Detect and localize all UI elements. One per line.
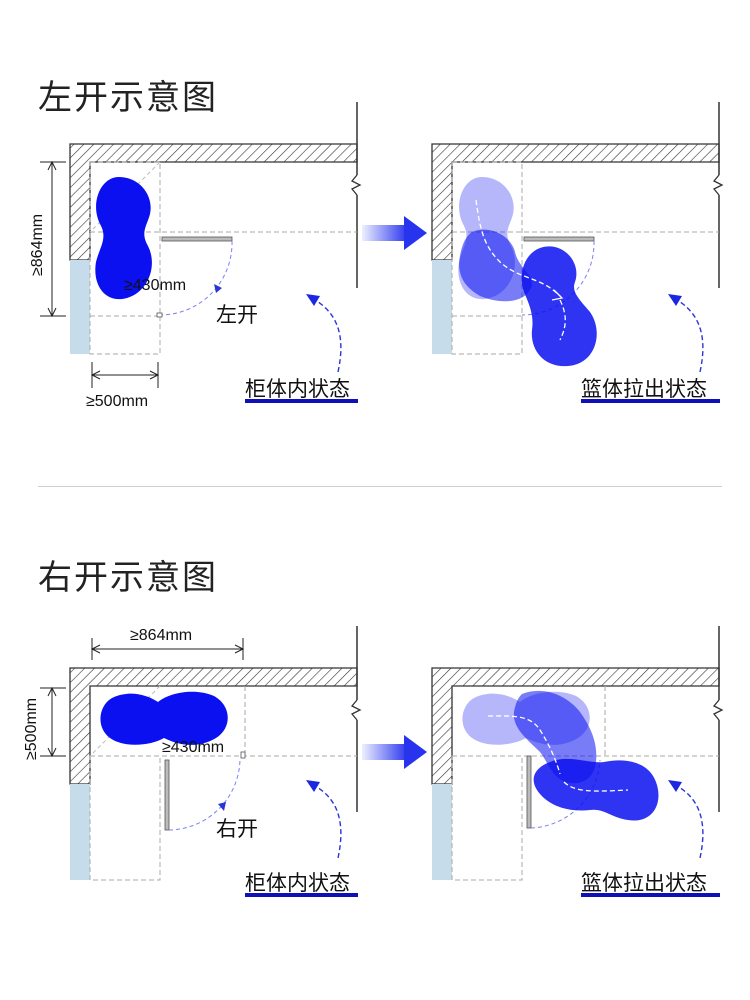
direction-label-left: 左开 bbox=[216, 304, 258, 327]
state-out-label: 篮体拉出状态 bbox=[581, 378, 707, 401]
cabinet-left-in bbox=[40, 102, 362, 403]
state-out-label-2: 篮体拉出状态 bbox=[581, 872, 707, 895]
state-in-label: 柜体内状态 bbox=[245, 378, 350, 401]
title-right-open: 右开示意图 bbox=[38, 559, 218, 597]
cabinet-left-out bbox=[431, 102, 724, 403]
dim-clearance-left: ≥430mm bbox=[124, 277, 186, 294]
dim-vertical-right: ≥500mm bbox=[23, 698, 40, 760]
state-in-label-2: 柜体内状态 bbox=[245, 872, 350, 895]
section-divider bbox=[38, 486, 722, 487]
dim-clearance-right: ≥430mm bbox=[162, 739, 224, 756]
basket-shape bbox=[95, 177, 152, 300]
dim-horizontal-left: ≥500mm bbox=[86, 393, 148, 410]
right-arrow-icon bbox=[362, 216, 427, 250]
right-arrow-icon-2 bbox=[362, 735, 427, 769]
dim-horizontal-right: ≥864mm bbox=[130, 627, 192, 644]
cabinet-right-out bbox=[431, 626, 724, 897]
curved-arrow-icon bbox=[314, 299, 342, 373]
direction-label-right: 右开 bbox=[216, 818, 258, 841]
cabinet-right-in bbox=[40, 626, 362, 897]
dim-vertical-left: ≥864mm bbox=[29, 214, 46, 276]
title-left-open: 左开示意图 bbox=[38, 79, 218, 117]
